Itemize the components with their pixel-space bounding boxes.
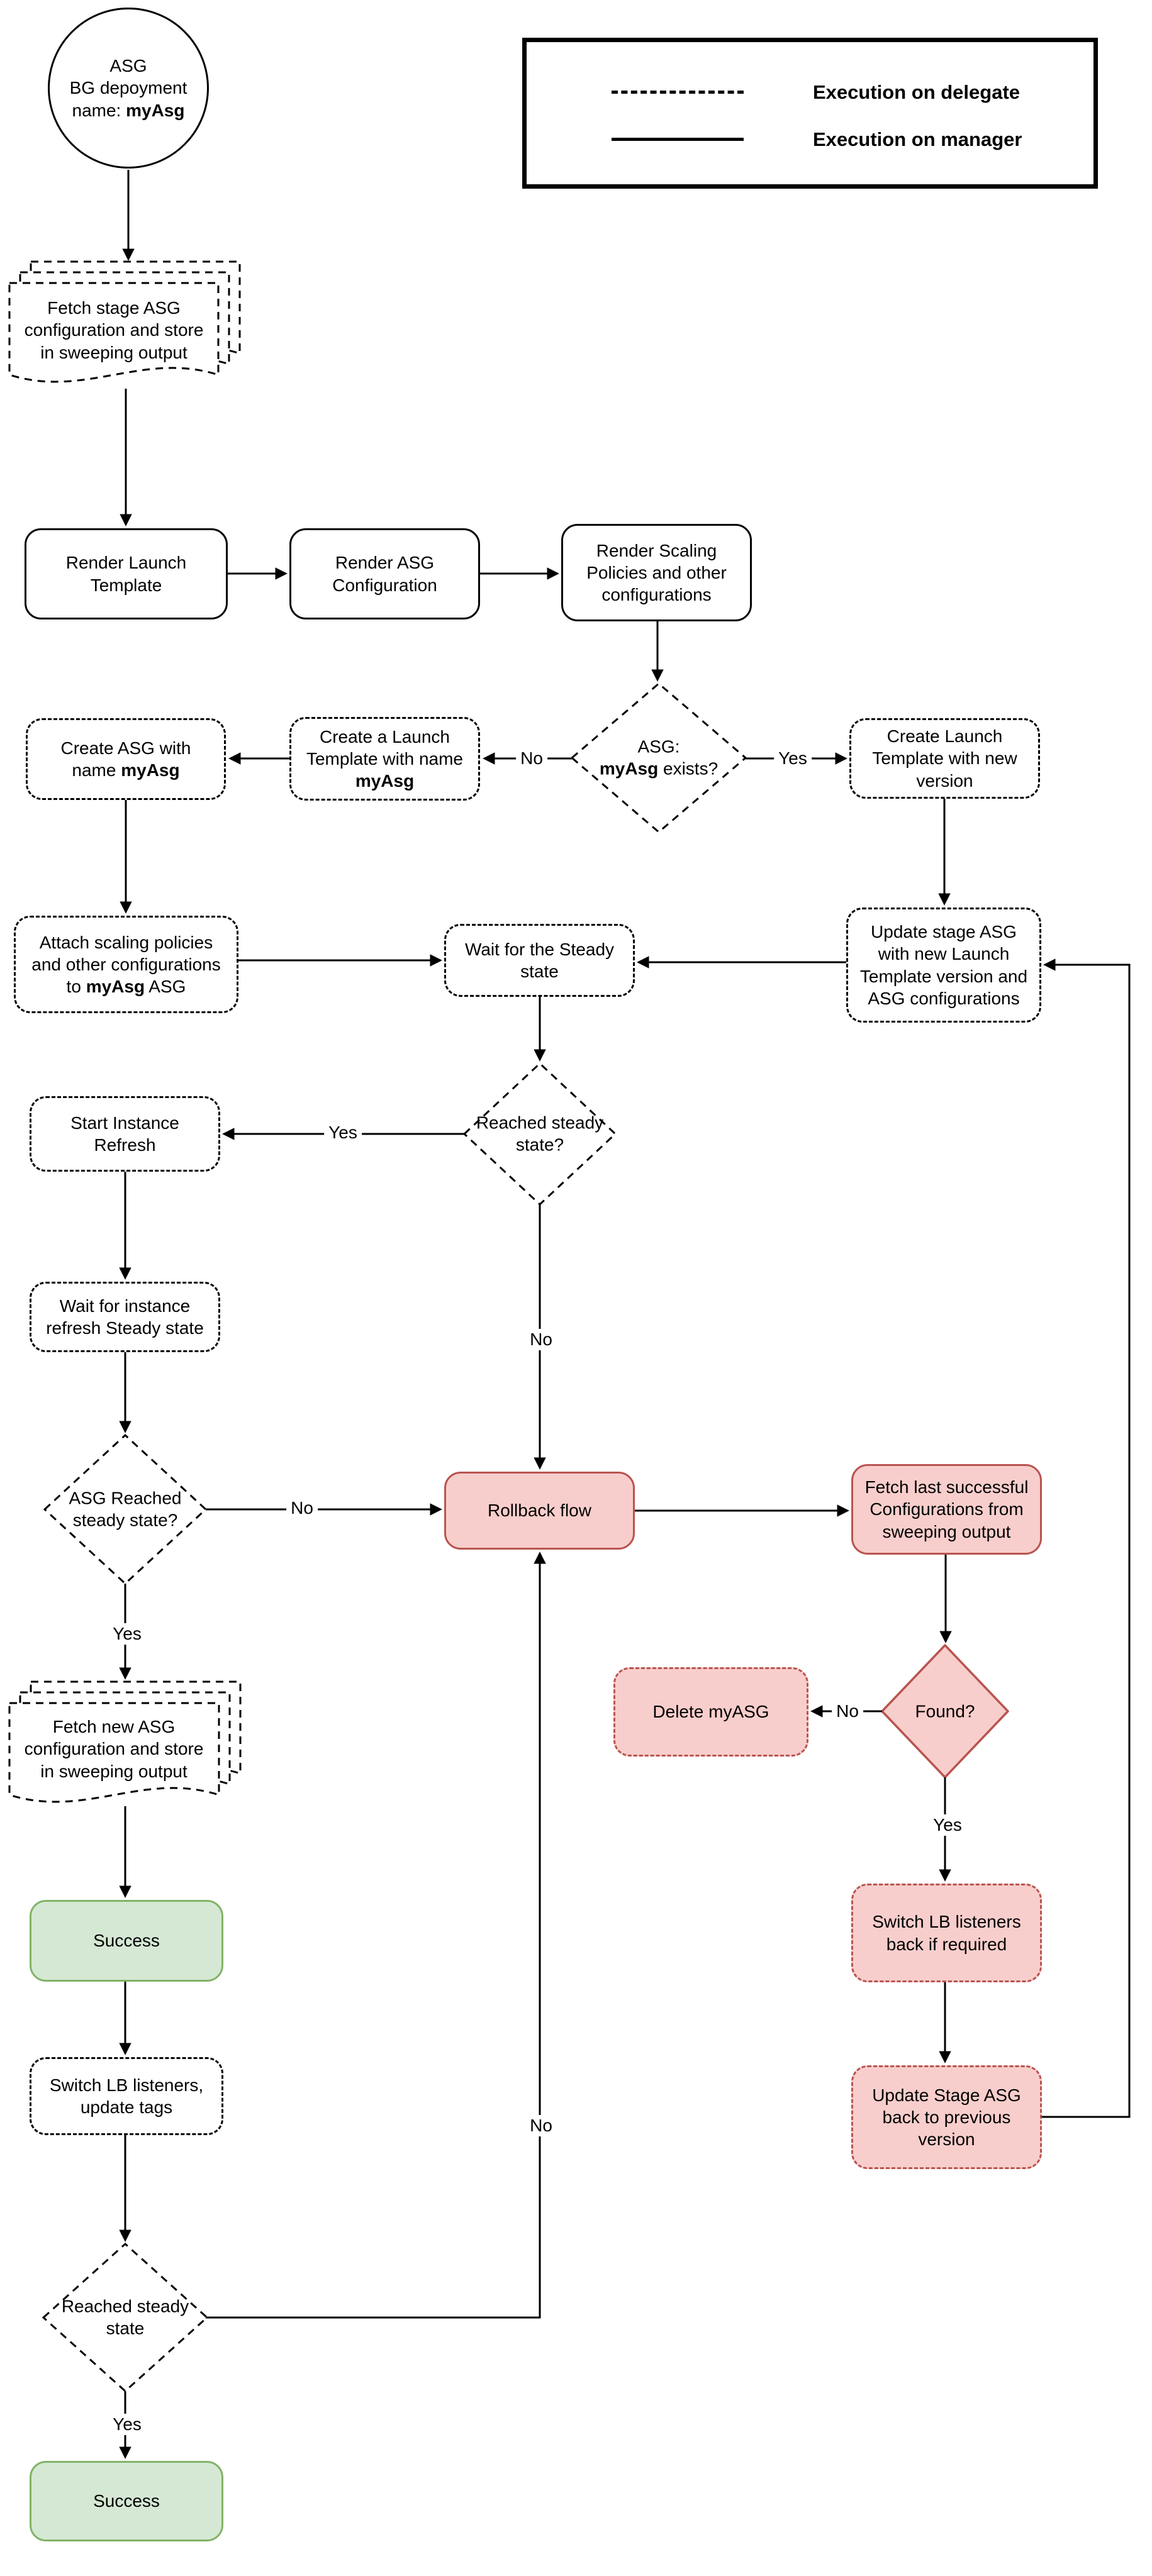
legend-delegate-label: Execution on delegate <box>813 81 1021 103</box>
node-render-asg-configuration: Render ASG Configuration <box>289 528 480 619</box>
node-create-launch-template-new: Create Launch Template with new version <box>849 718 1040 799</box>
edge-label-exists-yes: Yes <box>774 748 812 769</box>
node-switch-lb-listeners-back: Switch LB listeners back if required <box>851 1884 1042 1982</box>
legend-box: Execution on delegate Execution on manag… <box>522 38 1098 189</box>
edge-reached2-no-to-rollback <box>206 1552 546 2319</box>
node-fetch-new-config: Fetch new ASG configuration and store in… <box>24 1717 204 1781</box>
node-fetch-stage-config: Fetch stage ASG configuration and store … <box>24 298 204 362</box>
node-rollback-flow: Rollback flow <box>444 1472 635 1550</box>
edge-label-reached2-yes: Yes <box>108 2414 146 2435</box>
start-node-label: ASG BG depoyment name: myAsg <box>69 56 187 120</box>
node-create-launch-template-myasg-label: Create a Launch Template with name myAsg <box>306 726 463 791</box>
decision-reached-steady-shape <box>462 1062 617 1206</box>
node-attach-scaling-policies-label: Attach scaling policies and other config… <box>31 932 221 997</box>
decision-asg-exists-label: ASG: myAsg exists? <box>599 736 719 779</box>
edge-label-asgreached-yes: Yes <box>108 1623 146 1645</box>
node-attach-scaling-policies: Attach scaling policies and other config… <box>14 916 238 1013</box>
node-update-stage-asg-back: Update Stage ASG back to previous versio… <box>851 2065 1042 2169</box>
node-start-instance-refresh: Start Instance Refresh <box>30 1096 220 1172</box>
edge-label-asgreached-no: No <box>286 1497 318 1519</box>
node-render-scaling-policies: Render Scaling Policies and other config… <box>561 524 752 621</box>
start-node: ASG BG depoyment name: myAsg <box>48 8 209 169</box>
node-create-asg-label: Create ASG with name myAsg <box>60 738 191 780</box>
edge-label-reached-yes: Yes <box>324 1122 362 1143</box>
decision-found-shape <box>881 1644 1009 1779</box>
node-success-top: Success <box>30 1900 223 1982</box>
node-wait-instance-refresh: Wait for instance refresh Steady state <box>30 1282 220 1352</box>
document-fetch-stage-shape <box>8 260 241 383</box>
edge-label-found-yes: Yes <box>929 1814 966 1836</box>
node-switch-lb-update-tags: Switch LB listeners, update tags <box>30 2057 223 2135</box>
edge-label-found-no: No <box>832 1701 863 1722</box>
node-render-launch-template: Render Launch Template <box>25 528 228 619</box>
decision-asg-reached-shape <box>43 1433 208 1585</box>
decision-reached-steady-2-shape <box>42 2242 209 2393</box>
node-fetch-last-successful: Fetch last successful Configurations fro… <box>851 1464 1042 1555</box>
edge-label-reached2-no: No <box>525 2115 557 2136</box>
legend-dashed-line-sample <box>612 91 744 94</box>
edge-updateback-loop-to-update <box>1042 958 1131 2118</box>
legend-solid-line-sample <box>612 138 744 141</box>
decision-found-label: Found? <box>915 1701 975 1721</box>
node-create-asg: Create ASG with name myAsg <box>26 718 226 800</box>
node-wait-steady-state: Wait for the Steady state <box>444 924 635 997</box>
document-fetch-new-shape <box>8 1680 242 1803</box>
node-update-stage-asg: Update stage ASG with new Launch Templat… <box>846 908 1041 1023</box>
decision-asg-reached-label: ASG Reached steady state? <box>69 1488 182 1530</box>
edge-label-reached-no: No <box>525 1329 557 1350</box>
decision-reached-steady-2-label: Reached steady state <box>61 2296 189 2338</box>
node-success-bottom: Success <box>30 2461 223 2541</box>
node-delete-myasg: Delete myASG <box>613 1667 808 1757</box>
legend-manager-label: Execution on manager <box>813 128 1022 150</box>
edge-label-exists-no: No <box>516 748 547 769</box>
node-create-launch-template-myasg: Create a Launch Template with name myAsg <box>289 717 480 801</box>
decision-reached-steady-label: Reached steady state? <box>476 1113 604 1155</box>
